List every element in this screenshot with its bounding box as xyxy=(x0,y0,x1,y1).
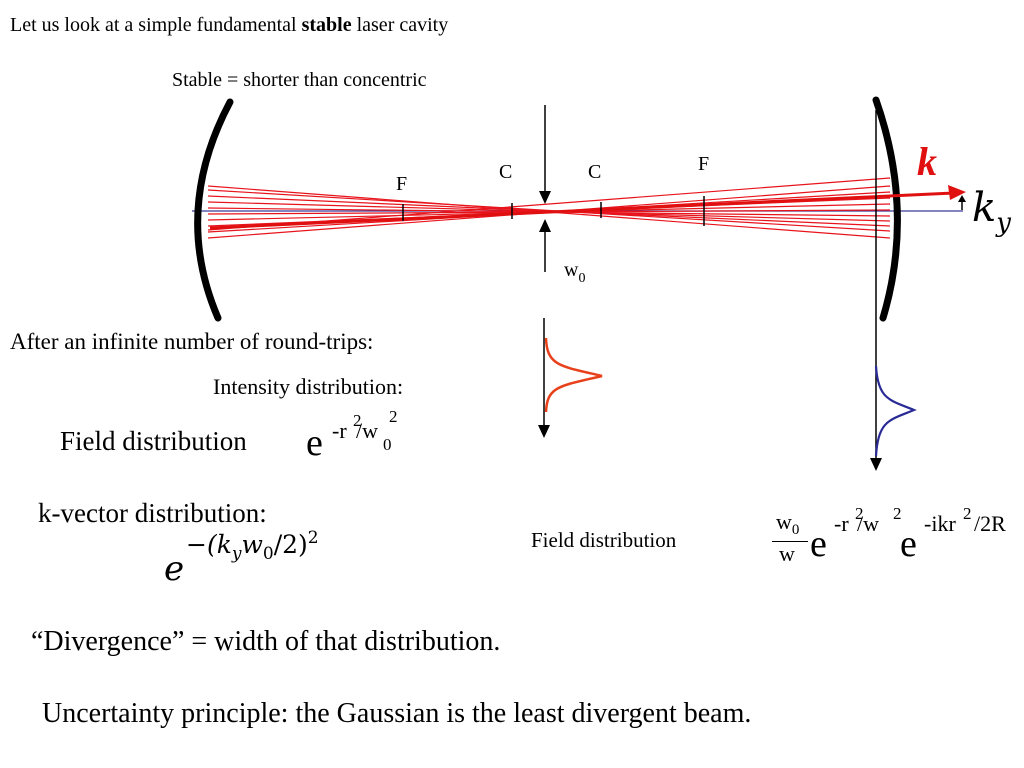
slide-title: Let us look at a simple fundamental stab… xyxy=(10,15,448,35)
field-left-e: e xyxy=(306,422,323,464)
intensity-gaussian-curve xyxy=(544,337,603,413)
field-right-exp2-tail: /2R xyxy=(974,511,1006,536)
ky-arrowhead xyxy=(958,195,966,202)
k-vector-arrow xyxy=(209,191,955,230)
center-left-label: C xyxy=(499,161,513,183)
kvector-e: e xyxy=(164,549,185,589)
title-bold-word: stable xyxy=(301,14,352,36)
kvector-exp-sup: 2 xyxy=(307,528,319,548)
field-left-w-sub: 0 xyxy=(383,435,392,454)
field-left-exp-sup: 2 xyxy=(353,411,362,430)
field-right-num: w0 xyxy=(776,509,799,538)
field-right-exp2-sup: 2 xyxy=(963,504,972,523)
k-arrowhead xyxy=(948,185,966,200)
waist-arrowhead-top xyxy=(539,191,551,204)
ky-k: k xyxy=(972,185,997,231)
kvector-exp-open: −(k xyxy=(186,530,232,559)
divergence-statement: “Divergence” = width of that distributio… xyxy=(31,626,501,657)
field-right-num-w: w xyxy=(776,509,792,534)
kvector-formula: e −(kyw0/2)2 xyxy=(164,530,424,590)
title-suffix: laser cavity xyxy=(351,14,449,36)
field-left-exp: -r xyxy=(332,418,347,443)
field-right-exp1: -r xyxy=(834,511,849,536)
field-right-e2: e xyxy=(900,523,917,565)
title-prefix: Let us look at a simple fundamental xyxy=(10,14,302,36)
waist-sub: 0 xyxy=(578,271,586,286)
focus-left-label: F xyxy=(396,173,408,195)
kvector-label: k-vector distribution: xyxy=(38,498,267,528)
ky-label: ky xyxy=(972,185,1011,236)
after-roundtrips: After an infinite number of round-trips: xyxy=(10,329,374,354)
intensity-axis-arrowhead xyxy=(538,425,550,438)
field-right-num-sub: 0 xyxy=(791,522,800,538)
k-label: k xyxy=(917,139,937,184)
field-right-exp1-tail: /w xyxy=(857,511,879,536)
focus-right-label: F xyxy=(698,153,710,175)
field-left-w-sup: 2 xyxy=(389,407,398,426)
kvector-exp-w: w xyxy=(241,530,263,559)
waist-arrowhead-bottom xyxy=(539,219,551,232)
field-right-e1: e xyxy=(810,523,827,565)
kvector-exp-w-sub: 0 xyxy=(262,544,274,564)
right-mirror xyxy=(872,96,901,322)
field-right-exp1-tail-sup: 2 xyxy=(893,504,902,523)
intensity-label: Intensity distribution: xyxy=(213,374,404,399)
field-right-exp2: -ikr xyxy=(924,511,956,536)
waist-label: w0 xyxy=(564,259,585,286)
kvector-exp: −(kyw0/2)2 xyxy=(186,530,319,563)
field-left-label: Field distribution xyxy=(60,426,247,456)
ky-sub: y xyxy=(996,208,1011,238)
waist-w: w xyxy=(564,259,579,281)
field-left-slash: /w xyxy=(356,418,378,443)
stable-note: Stable = shorter than concentric xyxy=(172,69,427,91)
far-field-axis-arrowhead xyxy=(870,458,882,471)
field-right-formula: w0 w e -r 2 /w 2 e -ikr 2 /2R xyxy=(766,505,1022,575)
uncertainty-statement: Uncertainty principle: the Gaussian is t… xyxy=(42,698,752,729)
fraction-bar xyxy=(772,541,808,542)
field-right-exp1-sup: 2 xyxy=(855,504,864,523)
kvector-exp-tail: /2) xyxy=(273,530,308,559)
field-right-label: Field distribution xyxy=(531,528,677,552)
center-right-label: C xyxy=(588,161,602,183)
field-right-den: w xyxy=(779,541,795,566)
kvector-exp-sub: y xyxy=(231,544,242,564)
left-mirror xyxy=(194,98,234,322)
far-field-gaussian-curve xyxy=(874,365,917,457)
